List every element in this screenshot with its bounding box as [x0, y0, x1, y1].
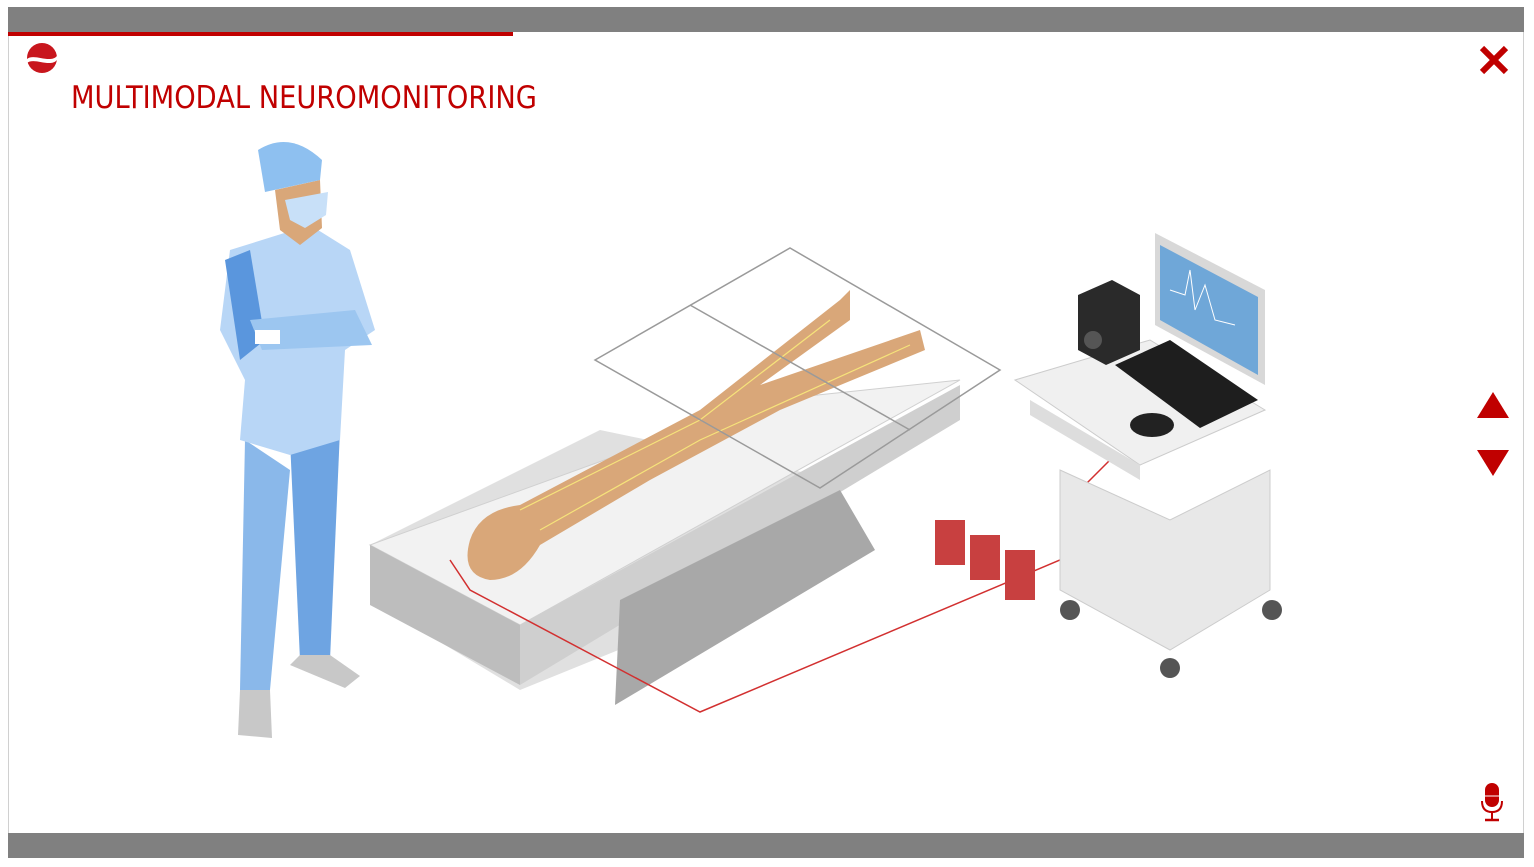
page-title: MULTIMODAL NEUROMONITORING	[71, 80, 537, 116]
triangle-down-icon[interactable]	[1476, 448, 1510, 478]
surgeon-figure	[220, 142, 375, 738]
close-icon[interactable]	[1478, 44, 1510, 76]
top-bar	[8, 7, 1524, 32]
brand-logo	[27, 43, 57, 73]
progress-bar	[8, 32, 1524, 36]
microphone-icon[interactable]	[1480, 781, 1504, 823]
monitoring-cart	[1013, 233, 1282, 678]
bottom-bar	[8, 833, 1524, 858]
connector-blocks	[935, 520, 1035, 600]
triangle-up-icon[interactable]	[1476, 390, 1510, 420]
progress-fill	[8, 32, 513, 36]
slide-frame	[8, 7, 1524, 858]
electrode-frame	[593, 247, 1002, 489]
